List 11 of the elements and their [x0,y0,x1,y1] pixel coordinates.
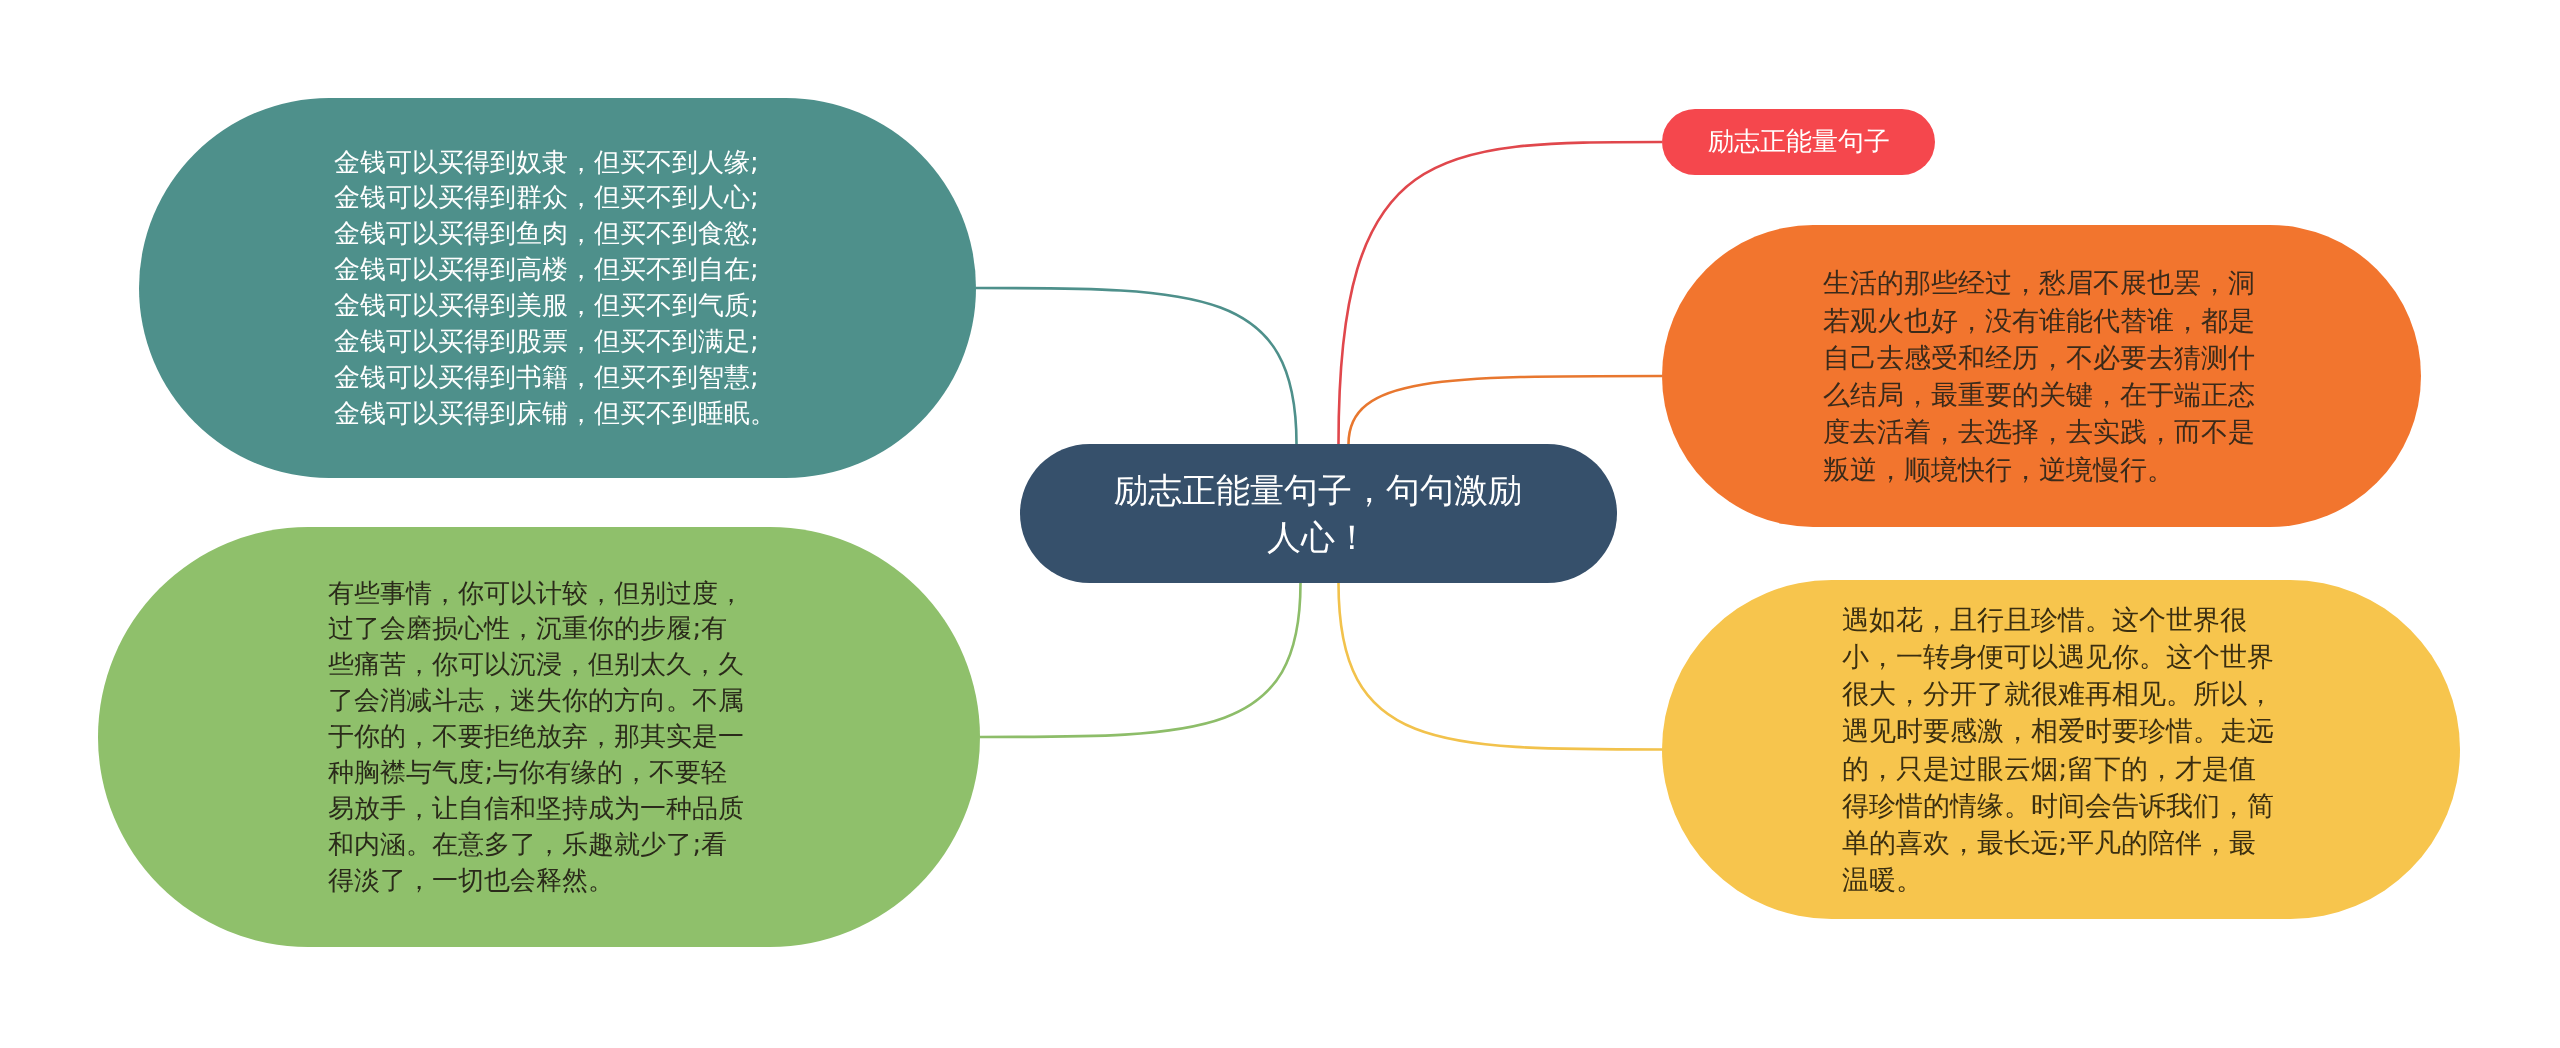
topic-text: 生活的那些经过，愁眉不展也罢，洞若观火也好，没有谁能代替谁，都是自己去感受和经历，不必要去猜测什么结局，最重要的关键，在于端正态度去活着，去选择，去实践，而不是叛逆，顺境快行，逆境慢行。 [1822,266,2256,487]
connector-line [980,582,1302,739]
topic-text: 励志正能量句子 [1706,125,1891,159]
connector-line [1347,374,1662,445]
connector-line [976,286,1298,445]
connector-line [1337,582,1662,751]
topic-text: 有些事情，你可以计较，但别过度，过了会磨损心性，沉重你的步履;有些痛苦，你可以沉浸，但别太久，久了会消减斗志，迷失你的方向。不属于你的，不要拒绝放弃，那其实是一种胸襟与气度;与你有缘的，不要轻易放手，让自信和坚持成为一种品质和内涵。在意多了，乐趣就少了;看得淡了，一切也会释然。 [328,576,746,897]
topic-text: 遇如花，且行且珍惜。这个世界很小，一转身便可以遇见你。这个世界很大，分开了就很难再相见。所以，遇见时要感激，相爱时要珍惜。走远的，只是过眼云烟;留下的，才是值得珍惜的情缘。时间会告诉我们，简单的喜欢，最长远;平凡的陪伴，最温暖。 [1842,602,2276,898]
connector-line [1337,140,1662,445]
topic-text: 励志正能量句子，句句激励人心！ [1113,468,1524,559]
topic-text: 金钱可以买得到奴隶，但买不到人缘;金钱可以买得到群众，但买不到人心;金钱可以买得到鱼肉，但买不到食慾;金钱可以买得到高楼，但买不到自在;金钱可以买得到美服，但买不到气质;金钱可以买得到股票，但买不到满足;金钱可以买得到书籍，但买不到智慧;金钱可以买得到床铺，但买不到睡眠。 [333,145,777,430]
